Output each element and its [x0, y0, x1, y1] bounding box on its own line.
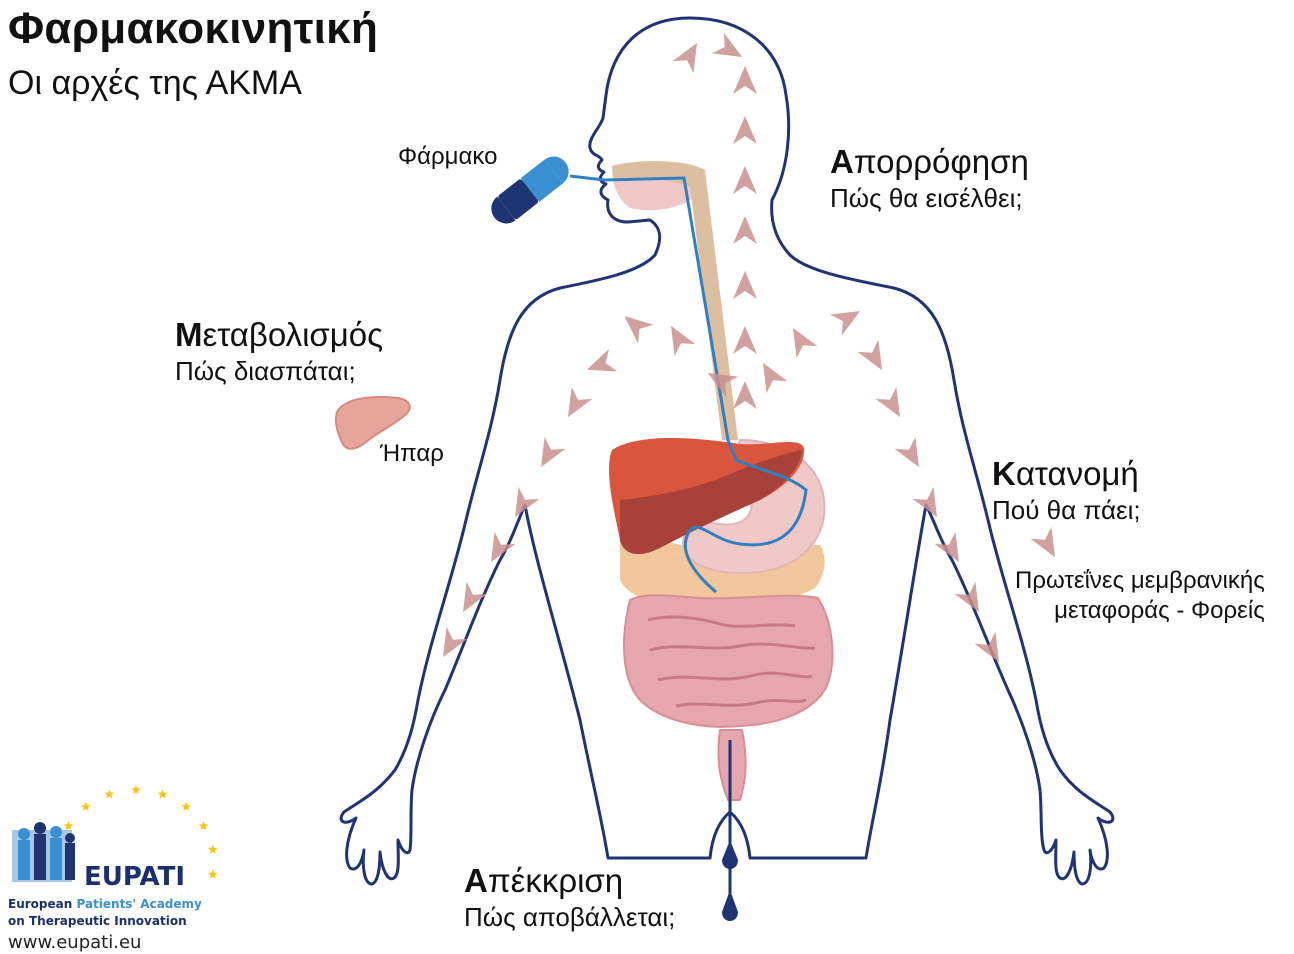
- eupati-star: [64, 821, 73, 830]
- metabolism-initial: Μ: [175, 316, 203, 353]
- excretion-drop-1: [722, 840, 738, 869]
- circulation-arrow: [1031, 527, 1066, 563]
- distribution-label: Κατανομή Πού θα πάει;: [992, 455, 1141, 526]
- drug-label: Φάρμακο: [398, 143, 497, 171]
- metabolism-label: Μεταβολισμός Πώς διασπάται;: [175, 316, 383, 387]
- excretion-rest: πέκκριση: [488, 862, 623, 899]
- eupati-star: [105, 789, 115, 798]
- distribution-question: Πού θα πάει;: [992, 495, 1141, 526]
- absorption-rest: πορρόφηση: [854, 143, 1029, 180]
- eupati-star: [181, 802, 191, 811]
- distribution-rest: ατανομή: [1016, 455, 1139, 492]
- metabolism-rest: εταβολισμός: [203, 316, 384, 353]
- transporters-label: Πρωτεΐνες μεμβρανικής μεταφοράς - Φορείς: [1015, 566, 1265, 626]
- eupati-star: [131, 785, 141, 794]
- excretion-question: Πώς αποβάλλεται;: [464, 902, 675, 933]
- eupati-star: [81, 802, 91, 811]
- eupati-star: [208, 845, 218, 854]
- eupati-star: [208, 870, 218, 879]
- excretion-initial: Α: [464, 862, 488, 899]
- excretion-drop-2: [722, 890, 738, 921]
- eupati-tagline-1: European Patients' Academy: [8, 897, 202, 911]
- pill: [485, 150, 574, 229]
- absorption-initial: Α: [830, 143, 854, 180]
- transporters-line-2: μεταφοράς - Φορείς: [1015, 596, 1265, 626]
- transporters-line-1: Πρωτεΐνες μεμβρανικής: [1015, 566, 1265, 596]
- absorption-question: Πώς θα εισέλθει;: [830, 183, 1029, 214]
- absorption-label: Απορρόφηση Πώς θα εισέλθει;: [830, 143, 1029, 214]
- eupati-tagline-2: on Therapeutic Innovation: [8, 914, 187, 928]
- eupati-url: www.eupati.eu: [8, 932, 141, 953]
- metabolism-question: Πώς διασπάται;: [175, 356, 383, 387]
- eupati-logo-name: EUPATI: [84, 862, 185, 892]
- distribution-initial: Κ: [992, 455, 1016, 492]
- eupati-people-icon: [12, 822, 75, 882]
- eupati-star: [199, 821, 209, 830]
- liver-label: Ήπαρ: [380, 440, 444, 468]
- excretion-label: Απέκκριση Πώς αποβάλλεται;: [464, 862, 675, 933]
- eupati-star: [158, 789, 168, 798]
